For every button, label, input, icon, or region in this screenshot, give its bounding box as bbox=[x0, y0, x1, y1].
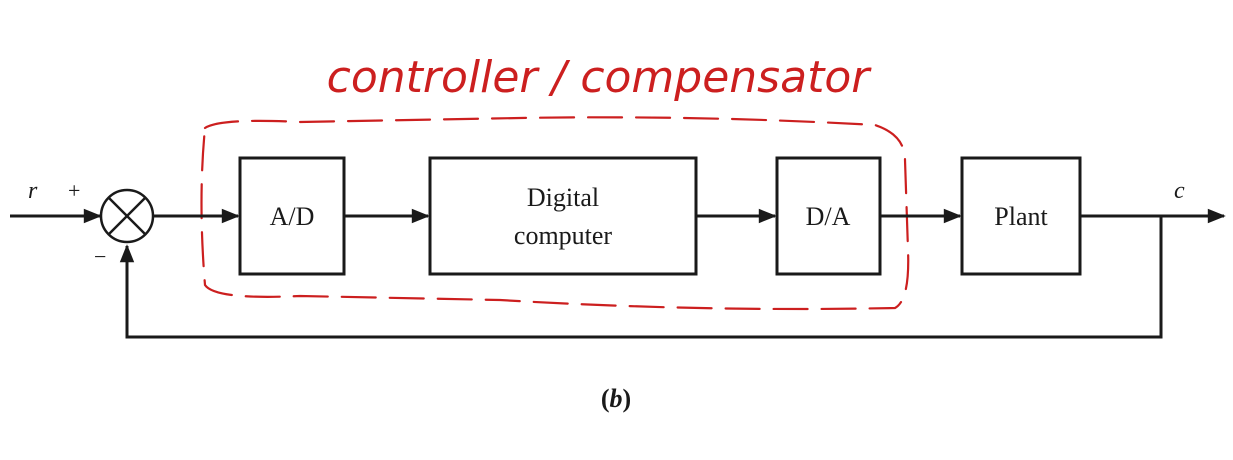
feedback-line bbox=[119, 216, 1163, 339]
block-computer-box bbox=[428, 156, 698, 276]
figure-caption: (b) bbox=[601, 384, 631, 413]
block-computer-label-line1: Digital bbox=[527, 183, 599, 212]
output-path: c bbox=[1080, 178, 1226, 224]
block-plant: Plant bbox=[960, 156, 1082, 276]
block-digital-computer: Digital computer bbox=[428, 156, 698, 276]
feedback-path bbox=[119, 216, 1163, 339]
output-signal-label: c bbox=[1174, 178, 1185, 204]
input-path: r + bbox=[10, 178, 102, 224]
plus-sign: + bbox=[68, 178, 80, 203]
block-computer-label-line2: computer bbox=[514, 221, 613, 250]
block-ad: A/D bbox=[238, 156, 346, 276]
caption-letter: b bbox=[610, 384, 623, 413]
caption-open-paren: ( bbox=[601, 384, 610, 413]
controller-handwritten-label: controller / compensator bbox=[327, 52, 873, 103]
block-ad-box bbox=[238, 156, 346, 276]
caption-close-paren: ) bbox=[623, 384, 632, 413]
summing-junction: − bbox=[94, 188, 155, 269]
block-da: D/A bbox=[775, 156, 882, 276]
block-da-label: D/A bbox=[806, 202, 851, 231]
block-plant-label: Plant bbox=[994, 202, 1048, 231]
block-ad-label: A/D bbox=[270, 202, 315, 231]
controller-dashed-boundary bbox=[200, 116, 910, 311]
minus-sign: − bbox=[94, 244, 106, 269]
input-signal-label: r bbox=[28, 178, 38, 204]
controller-annotation: controller / compensator bbox=[200, 52, 910, 311]
block-da-box bbox=[775, 156, 882, 276]
summing-junction-cross-b bbox=[108, 197, 146, 235]
